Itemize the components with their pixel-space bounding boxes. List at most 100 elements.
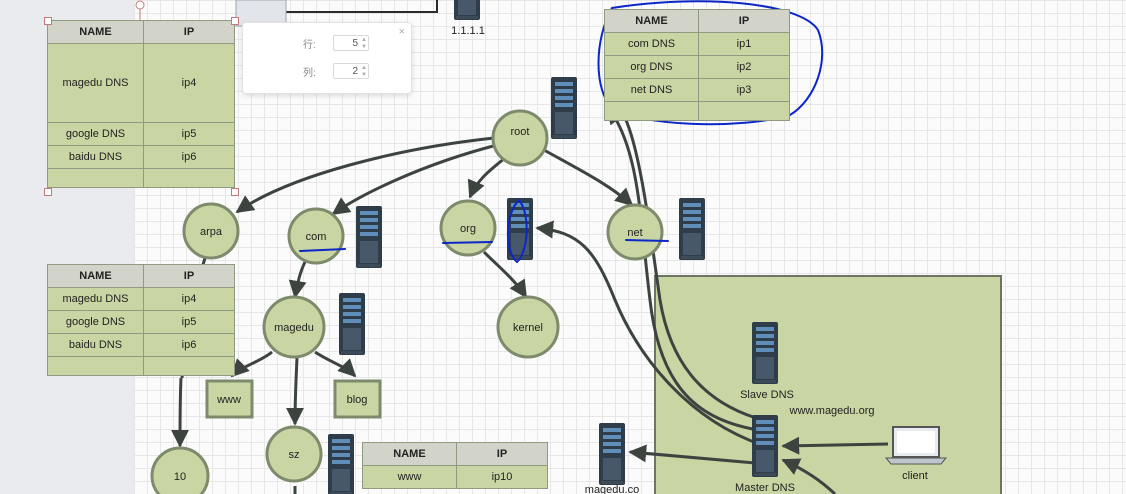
table-header-name: NAME [362,442,457,466]
edge-org-kernel [482,250,528,299]
edge-master-root [606,105,759,432]
frame-line [286,0,438,13]
col-count-field: 列: 2 ▲▼ [303,63,369,79]
table-cell: google DNS [47,122,144,146]
selection-handle[interactable] [44,17,52,25]
edge-root-arpa [235,136,495,214]
label-slave-dns: Slave DNS [740,389,794,401]
label-blog: blog [347,394,368,406]
edge-client-master [781,436,889,455]
laptop-icon[interactable] [884,426,948,465]
table-top-left[interactable]: NAME IP magedu DNS ip4 google DNS ip5 ba… [47,20,235,188]
server-icon-com[interactable] [356,206,382,268]
table-header-name: NAME [47,20,144,44]
selection-handle[interactable] [231,17,239,25]
server-icon-magedu-co[interactable] [599,423,625,485]
edge-slave-line [623,117,757,420]
table-header-ip: IP [456,442,548,466]
node-magedu [262,295,326,359]
ink-circle-table [597,0,824,126]
server-icon-root[interactable] [551,77,577,139]
table-header-ip: IP [143,20,235,44]
stepper-icon[interactable]: ▲▼ [361,37,367,50]
laptop-top-icon [235,0,287,27]
label-magedu: magedu [274,322,314,334]
node-arpa [182,202,240,260]
col-count-label: 列: [303,67,316,79]
col-count-value: 2 [352,65,358,77]
table-header-name: NAME [604,9,699,33]
node-10 [150,446,210,494]
node-root [491,109,549,167]
table-cell: org DNS [604,55,699,79]
table-cell-empty [47,356,144,376]
zone-box[interactable] [654,275,1002,494]
label-com: com [306,231,327,243]
edges [171,105,889,494]
node-www [205,379,254,419]
rotate-handle[interactable] [135,0,145,10]
table-cell: www [362,465,457,489]
col-count-input[interactable]: 2 ▲▼ [333,63,369,79]
label-www: www [216,394,241,406]
edge-master-maguco [628,444,756,465]
label-master-dns: Master DNS [735,482,795,494]
row-count-input[interactable]: 5 ▲▼ [333,35,369,51]
edge-root-org [467,156,506,199]
table-cell: net DNS [604,78,699,102]
row-count-field: 行: 5 ▲▼ [303,35,369,51]
node-kernel [496,295,560,359]
label-sz: sz [289,449,300,461]
server-icon-sz[interactable] [328,434,354,494]
selection-handle[interactable] [231,188,239,196]
table-cell: ip6 [143,333,235,357]
edge-arpa-10 [171,377,190,448]
server-icon-1111[interactable] [454,0,480,20]
label-client: client [902,470,928,482]
table-header-ip: IP [698,9,790,33]
close-icon[interactable]: × [398,26,405,38]
table-cell-empty [698,101,790,121]
table-cell: google DNS [47,310,144,334]
edge-master-org [535,220,763,447]
label-1111: 1.1.1.1 [451,25,485,37]
table-cell-empty [47,168,144,188]
table-sz[interactable]: NAME IP www ip10 [362,442,548,489]
row-count-label: 行: [303,39,316,51]
server-icon-slave-dns[interactable] [752,322,778,384]
stepper-icon[interactable]: ▲▼ [361,65,367,78]
table-cell: ip10 [456,465,548,489]
row-count-value: 5 [352,37,358,49]
ink-loop-org-server [506,199,528,264]
label-root: root [511,126,530,138]
edge-magedu-www [230,350,273,378]
table-cell: ip5 [143,310,235,334]
table-cell: ip4 [143,43,235,123]
node-blog [333,379,382,419]
table-mid-left[interactable]: NAME IP magedu DNS ip4 google DNS ip5 ba… [47,264,235,376]
ink-underline-com-node [299,248,346,252]
selection-handle[interactable] [44,188,52,196]
label-kernel: kernel [513,322,543,334]
server-icon-net[interactable] [679,198,705,260]
table-size-popup[interactable]: × 行: 5 ▲▼ 列: 2 ▲▼ [242,22,412,94]
table-cell: ip6 [143,145,235,169]
server-icon-magedu[interactable] [339,293,365,355]
ink-underline-org-node [442,241,493,244]
table-cell: ip1 [698,32,790,56]
table-header-ip: IP [143,264,235,288]
server-icon-master-dns[interactable] [752,415,778,477]
table-cell: baidu DNS [47,145,144,169]
label-domain: www.magedu.org [789,405,875,417]
table-root[interactable]: NAME IP com DNS ip1 org DNS ip2 net DNS … [604,9,790,121]
edge-magedu-sz [286,357,305,426]
ink-underline-net-node [625,239,669,242]
table-cell: magedu DNS [47,43,144,123]
table-header-name: NAME [47,264,144,288]
edge-magedu-blog [314,350,357,378]
table-cell: com DNS [604,32,699,56]
edge-com-magedu [288,261,307,299]
table-cell: baidu DNS [47,333,144,357]
